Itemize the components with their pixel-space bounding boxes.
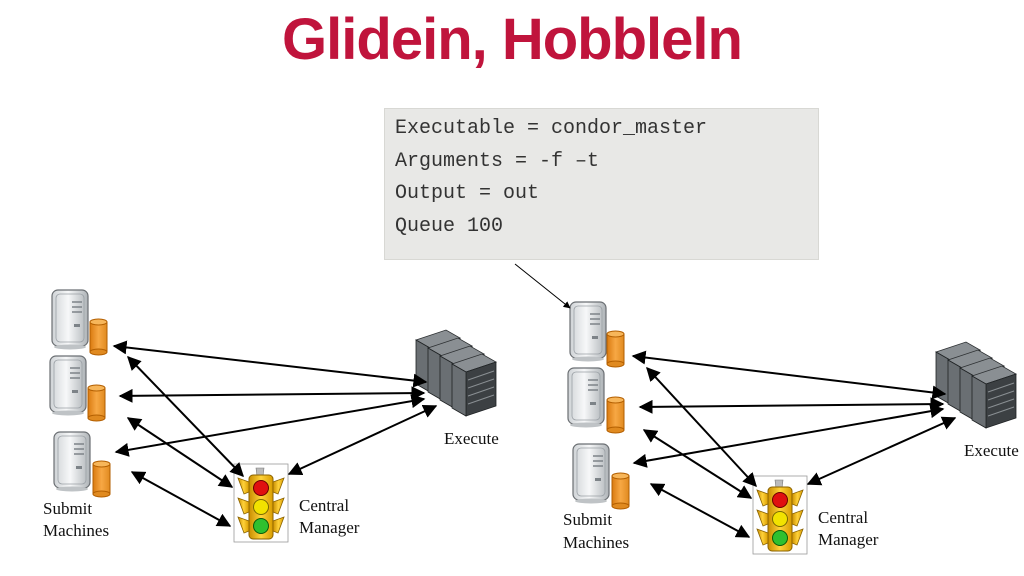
right-submit-label-line1: Submit <box>563 510 612 529</box>
traffic-light-icon <box>752 475 808 555</box>
submit-file-line: Queue 100 <box>395 214 504 238</box>
left-submit-label-line1: Submit <box>43 499 92 518</box>
computer-tower-icon <box>49 355 87 417</box>
arrow <box>806 416 957 486</box>
server-rack-icon <box>936 342 1016 428</box>
right-manager-label-line1: Central <box>818 508 868 527</box>
server-rack-icon <box>416 330 496 416</box>
submit-file-box: Executable = condor_master Arguments = -… <box>384 108 819 260</box>
scroll-icon <box>606 396 625 434</box>
arrow <box>631 350 947 400</box>
arrow <box>130 471 232 527</box>
computer-tower-icon <box>53 431 91 493</box>
scroll-icon <box>89 318 108 356</box>
right-execute-label: Execute <box>964 441 1019 460</box>
scroll-icon <box>92 460 111 498</box>
arrow <box>646 366 757 488</box>
page-title: Glidein, Hobbleln <box>282 7 743 72</box>
left-manager-label-line1: Central <box>299 496 349 515</box>
computer-tower-icon <box>569 301 607 363</box>
left-submit-label-line2: Machines <box>43 521 109 540</box>
left-submit-machines <box>49 289 111 498</box>
right-manager-label-line2: Manager <box>818 530 879 549</box>
scroll-icon <box>606 330 625 368</box>
right-arrows <box>631 350 957 538</box>
submit-file-line: Executable = condor_master <box>395 117 708 140</box>
left-execute-label: Execute <box>444 429 499 448</box>
arrow <box>287 404 438 476</box>
arrow <box>126 417 234 488</box>
right-submit-label-line2: Machines <box>563 533 629 552</box>
left-manager-label-line2: Manager <box>299 518 360 537</box>
scroll-icon <box>87 384 106 422</box>
right-diagram: Execute Submit Machines Central Manager <box>563 301 1019 555</box>
computer-tower-icon <box>572 443 610 505</box>
scroll-icon <box>611 472 630 510</box>
submit-file-line: Arguments = -f –t <box>395 149 600 173</box>
arrow <box>112 340 428 388</box>
submit-file-line: Output = out <box>395 182 540 205</box>
left-arrows <box>112 340 438 527</box>
right-submit-machines <box>567 301 630 510</box>
left-diagram: Execute Submit Machines Central Manager <box>43 289 499 543</box>
arrow <box>632 404 945 468</box>
arrow <box>649 483 751 538</box>
arrow <box>127 355 244 478</box>
computer-tower-icon <box>567 367 605 429</box>
computer-tower-icon <box>51 289 89 351</box>
pointer-line <box>514 263 571 309</box>
arrow <box>114 394 426 457</box>
arrow <box>638 397 945 414</box>
